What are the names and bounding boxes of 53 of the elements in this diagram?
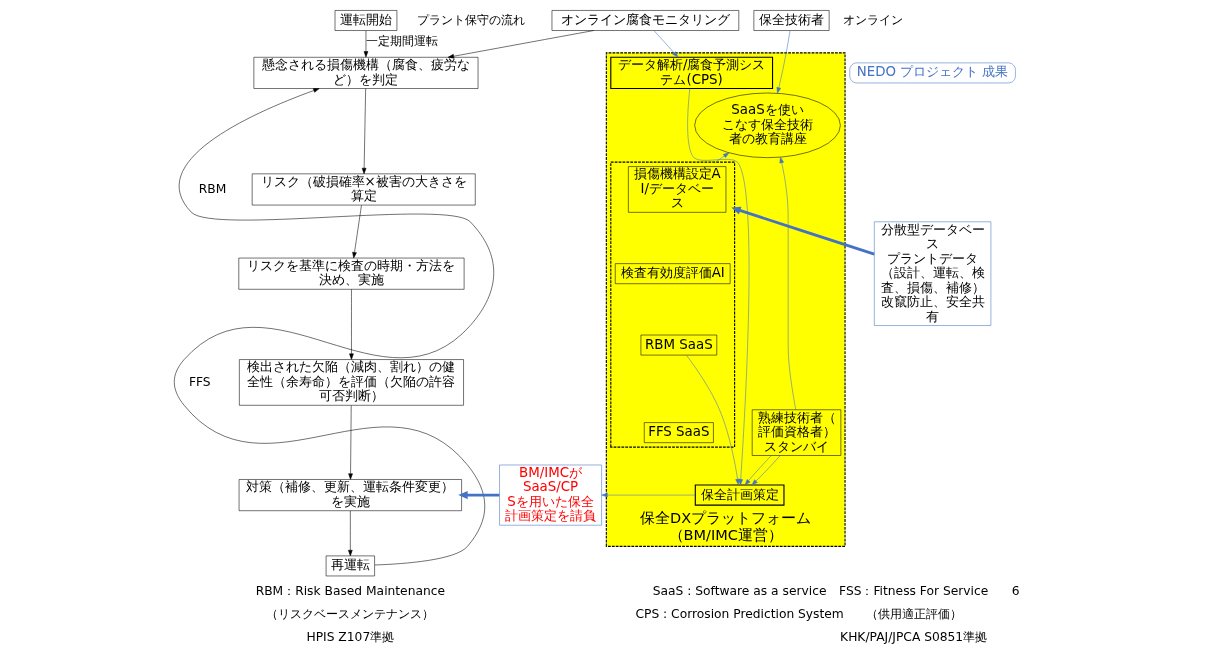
label: （供用適正評価）: [865, 607, 962, 622]
label: CPS : Corrosion Prediction System: [635, 607, 844, 622]
arrow: [361, 88, 367, 175]
node-box: リスクを基準に検査の時期・方法を決め、実施: [238, 257, 465, 290]
edge-label: 一定期間運転: [366, 33, 439, 48]
arrow: [779, 156, 796, 410]
arrow: [348, 510, 353, 557]
label: RBM：Risk Based Maintenance: [255, 584, 446, 599]
label: プラント保守の流れ: [417, 12, 526, 27]
arrow: [744, 455, 772, 486]
label: RBM: [198, 181, 227, 196]
node-box: BM/IMCがSaaS/CPSを用いた保全計画策定を請負: [499, 464, 602, 526]
arrow: [601, 492, 696, 498]
node-box: 熟練技術者（評価資格者）スタンバイ: [751, 409, 842, 456]
node-box: 保全計画策定: [694, 484, 785, 506]
label: 6: [1011, 584, 1020, 599]
arrow: [776, 30, 791, 94]
node-box: 保全技術者: [753, 10, 830, 31]
node-box: データ解析/腐食予測システム(CPS): [610, 56, 774, 90]
arrow: [447, 30, 594, 59]
node-box: NEDO プロジェクト 成果: [849, 62, 1016, 84]
node-box: 検出された欠陥（減肉、割れ）の健全性（余寿命）を評価（欠陥の許容可否判断）: [239, 359, 464, 406]
label: オンライン: [842, 12, 903, 27]
arrow: [687, 88, 750, 486]
arrow: [715, 152, 730, 163]
arrow: [363, 30, 369, 58]
arrow: [352, 204, 362, 259]
arrow: [348, 405, 353, 480]
label: KHK/PAJ/JPCA S0851準拠: [840, 629, 988, 644]
node-box: FFS SaaS: [644, 422, 714, 443]
node-box: 分散型データベース プラントデータ （設計、運転、検査、損傷、補修） 改竄防止、安全共有: [874, 221, 992, 326]
node-box: 運転開始: [334, 10, 398, 31]
node-box: 損傷機構設定AI/データベース: [628, 166, 727, 213]
arrow: [731, 206, 875, 256]
label: HPIS Z107準拠: [306, 629, 395, 644]
node-box: リスク（破損確率×被害の大きさを算定: [251, 173, 476, 206]
node-box: 再運転: [325, 555, 375, 577]
label: （リスクベースメンテナンス）: [266, 607, 435, 622]
label: FFS: [188, 374, 211, 389]
node-box: オンライン腐食モニタリング: [551, 10, 740, 31]
arrow: [653, 30, 679, 58]
arrow: [686, 355, 740, 486]
node-box: 検査有効度評価AI: [615, 263, 731, 284]
node-box: 懸念される損傷機構（腐食、疲労など）を判定: [253, 57, 479, 89]
arrow: [458, 491, 500, 500]
node-box: 対策（補修、更新、運転条件変更）を実施: [238, 479, 462, 511]
label: SaaS : Software as a service: [652, 584, 827, 599]
label: FSS：Fitness For Service: [839, 584, 989, 599]
arrow: [174, 88, 495, 566]
cluster: [610, 161, 736, 448]
arrow: [751, 455, 781, 486]
node-box: RBM SaaS: [640, 334, 718, 356]
arrow: [349, 289, 354, 360]
